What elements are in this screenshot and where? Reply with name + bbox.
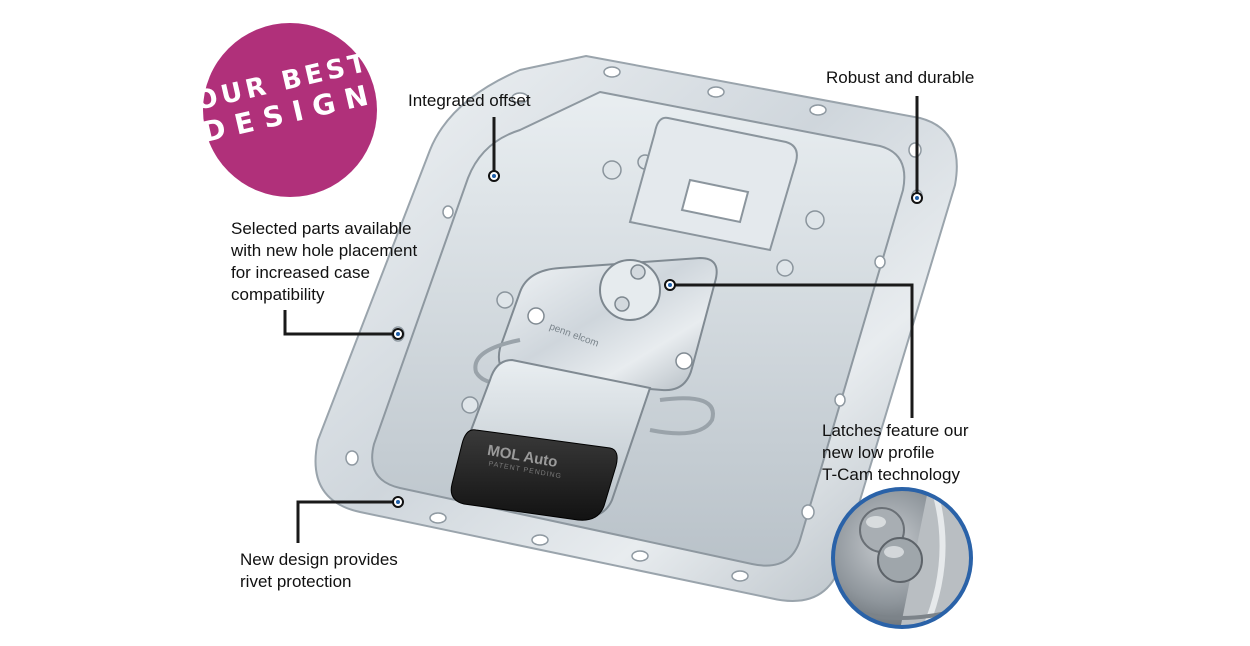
callout-integrated-offset: Integrated offset	[408, 91, 531, 110]
leader-rivet	[296, 500, 396, 543]
callout-rivet-protection: New design provides rivet protection	[240, 550, 398, 591]
t-cam-inset-image	[831, 487, 973, 629]
callout-selected-parts: Selected parts available with new hole p…	[231, 219, 418, 304]
callout-latches: Latches feature our new low profile T-Ca…	[822, 421, 969, 484]
callout-robust-durable: Robust and durable	[826, 68, 975, 87]
latch-handle	[450, 358, 652, 521]
latch-keeper	[628, 116, 798, 252]
latch-butterfly-plate	[498, 256, 718, 392]
leader-selected-parts	[283, 310, 396, 336]
badge-circle	[203, 23, 377, 197]
leader-latches	[670, 283, 914, 418]
